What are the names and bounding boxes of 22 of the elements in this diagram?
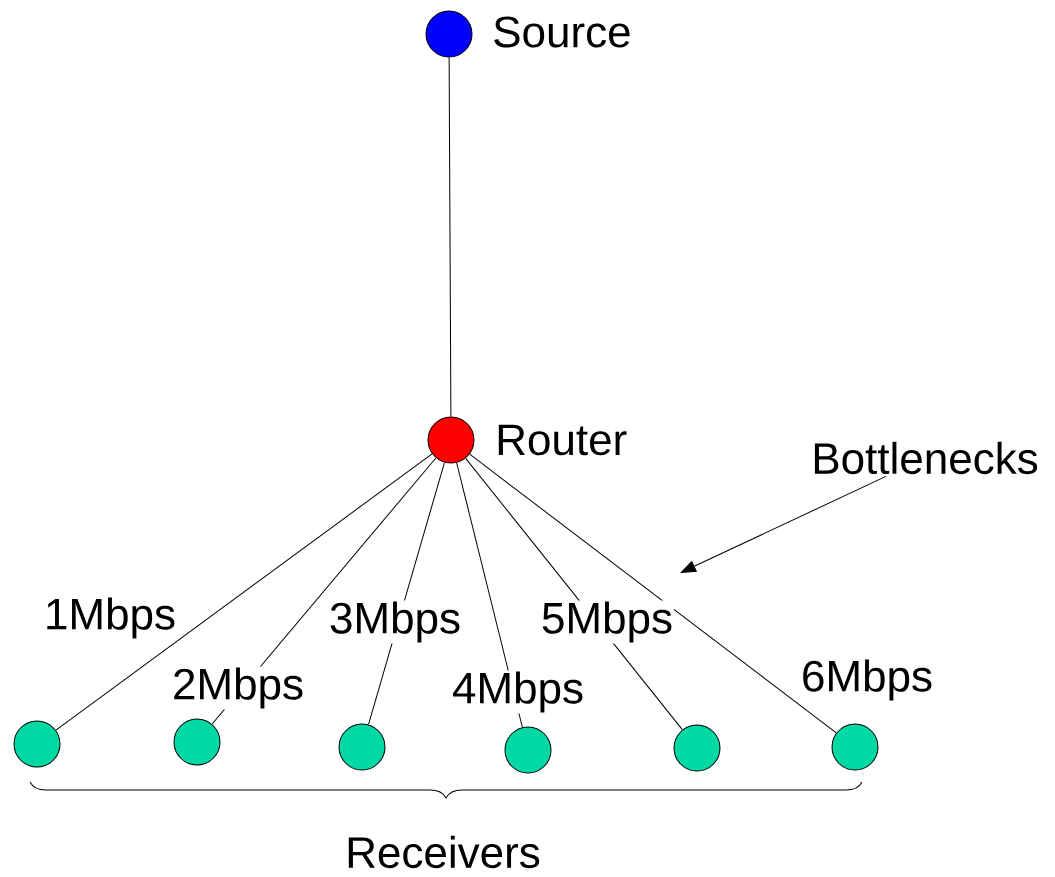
link-line bbox=[55, 453, 433, 731]
edge-label: 4Mbps bbox=[450, 670, 586, 714]
node-circle bbox=[425, 10, 473, 58]
node-label: Bottlenecks bbox=[814, 441, 1038, 475]
node-circle bbox=[338, 723, 386, 771]
node-circle bbox=[831, 723, 879, 771]
arrow bbox=[680, 475, 887, 573]
node-circle bbox=[427, 416, 475, 464]
edge-label: 3Mbps bbox=[327, 600, 463, 644]
group-label: Receivers bbox=[348, 835, 540, 869]
node-circle bbox=[504, 726, 552, 774]
link-line bbox=[469, 453, 837, 734]
edge-label: 1Mbps bbox=[43, 596, 178, 640]
edge-label: 2Mbps bbox=[170, 666, 306, 710]
link-line bbox=[448, 57, 452, 417]
edge-label: 5Mbps bbox=[539, 600, 675, 644]
node-label: Source bbox=[494, 16, 630, 48]
edge-label: 6Mbps bbox=[799, 658, 935, 702]
node-circle bbox=[173, 718, 221, 766]
node-circle bbox=[13, 720, 61, 768]
node-circle bbox=[673, 724, 721, 772]
node-label: Router bbox=[498, 424, 627, 456]
